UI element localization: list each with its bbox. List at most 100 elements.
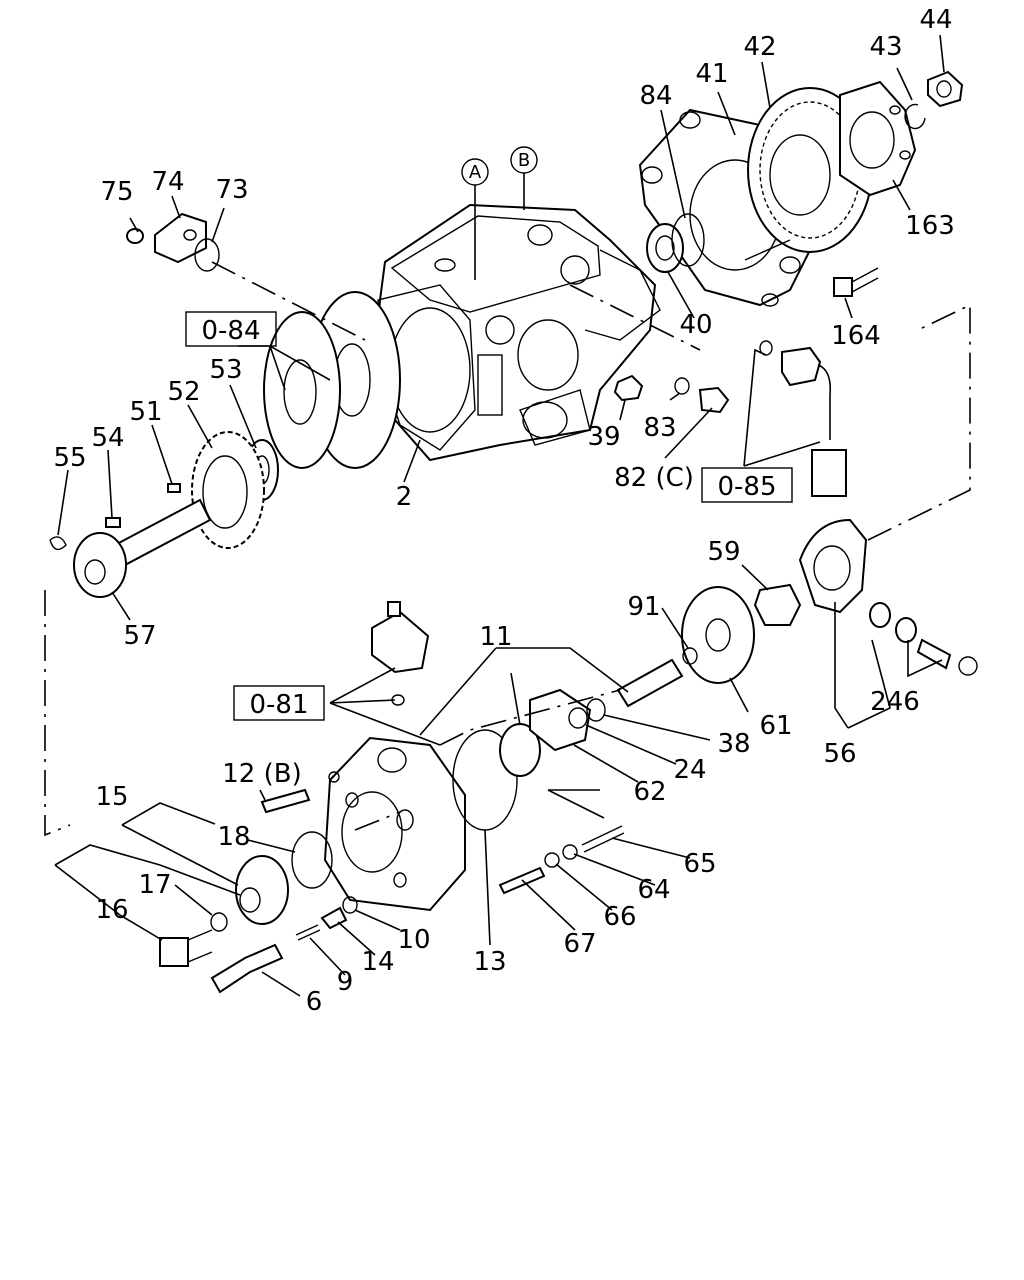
label-62: 62: [633, 777, 666, 807]
centerline-governor: [867, 303, 971, 541]
label-56: 56: [823, 739, 856, 769]
label-42: 42: [743, 32, 776, 62]
label-66: 66: [603, 902, 636, 932]
label-64: 64: [637, 875, 670, 905]
o-ring-18: [291, 831, 333, 889]
label-41: 41: [695, 59, 728, 89]
centerline-plug: [354, 811, 401, 831]
spring-9: [295, 924, 321, 941]
label-57: 57: [123, 621, 156, 651]
stud: [744, 239, 791, 261]
head-body: [323, 736, 466, 912]
washer-66: [544, 852, 560, 868]
plug-82: [698, 386, 730, 414]
o-ring-73: [194, 238, 220, 272]
hub-163: [839, 80, 917, 197]
group-ref-0-84: 0-84: [185, 311, 277, 347]
label-9: 9: [337, 967, 354, 997]
ring-38: [586, 698, 606, 722]
label-84: 84: [639, 81, 672, 111]
bolt-75: [126, 228, 144, 244]
centerline-83: [569, 284, 701, 351]
label-11: 11: [479, 622, 512, 652]
label-83: 83: [643, 413, 676, 443]
label-6: 6: [306, 987, 323, 1017]
label-61: 61: [759, 711, 792, 741]
label-91: 91: [627, 592, 660, 622]
washer-91: [682, 647, 698, 665]
spider-59: [753, 583, 802, 626]
label-59: 59: [707, 537, 740, 567]
label-10: 10: [397, 925, 430, 955]
label-13: 13: [473, 947, 506, 977]
spring-65: [581, 825, 625, 853]
group-ref-0-85: 0-85: [701, 467, 793, 503]
timer-gear-52: [191, 431, 265, 549]
seal-84: [671, 213, 705, 267]
bolt-12: [260, 771, 340, 814]
group-ref-0-84-text: 0-84: [201, 316, 260, 346]
reference-circle-b: B: [510, 146, 538, 210]
gasket-74: [154, 212, 207, 264]
washer-64: [562, 844, 578, 860]
washer-10: [342, 896, 358, 914]
label-18: 18: [217, 822, 250, 852]
label-75: 75: [100, 177, 133, 207]
bearing-40: [646, 223, 684, 273]
label-17: 17: [138, 870, 171, 900]
group-ref-0-81-text: 0-81: [249, 690, 308, 720]
reference-circle-a: A: [461, 158, 489, 280]
solenoid-valve: [371, 601, 430, 706]
nut-39: [613, 374, 644, 402]
label-40: 40: [679, 310, 712, 340]
label-2: 2: [396, 482, 413, 512]
label-16: 16: [95, 895, 128, 925]
label-54: 54: [91, 423, 124, 453]
label-38: 38: [717, 729, 750, 759]
label-246: 246: [870, 687, 920, 717]
nut-44: [927, 70, 964, 108]
label-12: 12 (B): [222, 759, 301, 789]
centerline-head: [439, 689, 621, 746]
group-ref-0-85-text: 0-85: [717, 472, 776, 502]
snap-ring-43: [904, 103, 926, 130]
label-39: 39: [587, 422, 620, 452]
pump-housing: [373, 203, 661, 462]
group-ref-0-81: 0-81: [233, 685, 325, 721]
label-163: 163: [905, 211, 955, 241]
clip-55: [49, 536, 67, 551]
label-15: 15: [95, 782, 128, 812]
bolt-16: [159, 929, 213, 967]
bolt-164: [833, 267, 879, 297]
reference-a-text: A: [469, 162, 482, 183]
cam-plate-61: [681, 586, 755, 684]
label-24: 24: [673, 755, 706, 785]
governor-holder-56: [798, 518, 868, 614]
gasket-62: [529, 688, 592, 752]
label-65: 65: [683, 849, 716, 879]
bolt-6: [210, 943, 284, 994]
plug-15: [235, 855, 289, 925]
o-ring-83: [674, 377, 690, 395]
drive-shaft: [113, 498, 212, 567]
reference-b-text: B: [518, 150, 530, 171]
sensor-assembly: [759, 340, 847, 497]
label-43: 43: [869, 32, 902, 62]
label-55: 55: [53, 443, 86, 473]
washer-24: [568, 707, 588, 729]
label-67: 67: [563, 929, 596, 959]
key-54: [105, 517, 121, 528]
label-53: 53: [209, 355, 242, 385]
centerline-73: [211, 261, 366, 341]
label-51: 51: [129, 397, 162, 427]
label-14: 14: [361, 947, 394, 977]
label-73: 73: [215, 175, 248, 205]
key-51: [167, 483, 181, 493]
part-labels: 2 6 9 10 11 12 (B) 13 14 15 16 17 18 24 …: [53, 5, 954, 1017]
shaft-11: [616, 658, 684, 708]
hub-57: [73, 532, 127, 598]
label-44: 44: [919, 5, 952, 35]
flange-plate: [263, 311, 341, 469]
centerline-left: [44, 590, 71, 837]
